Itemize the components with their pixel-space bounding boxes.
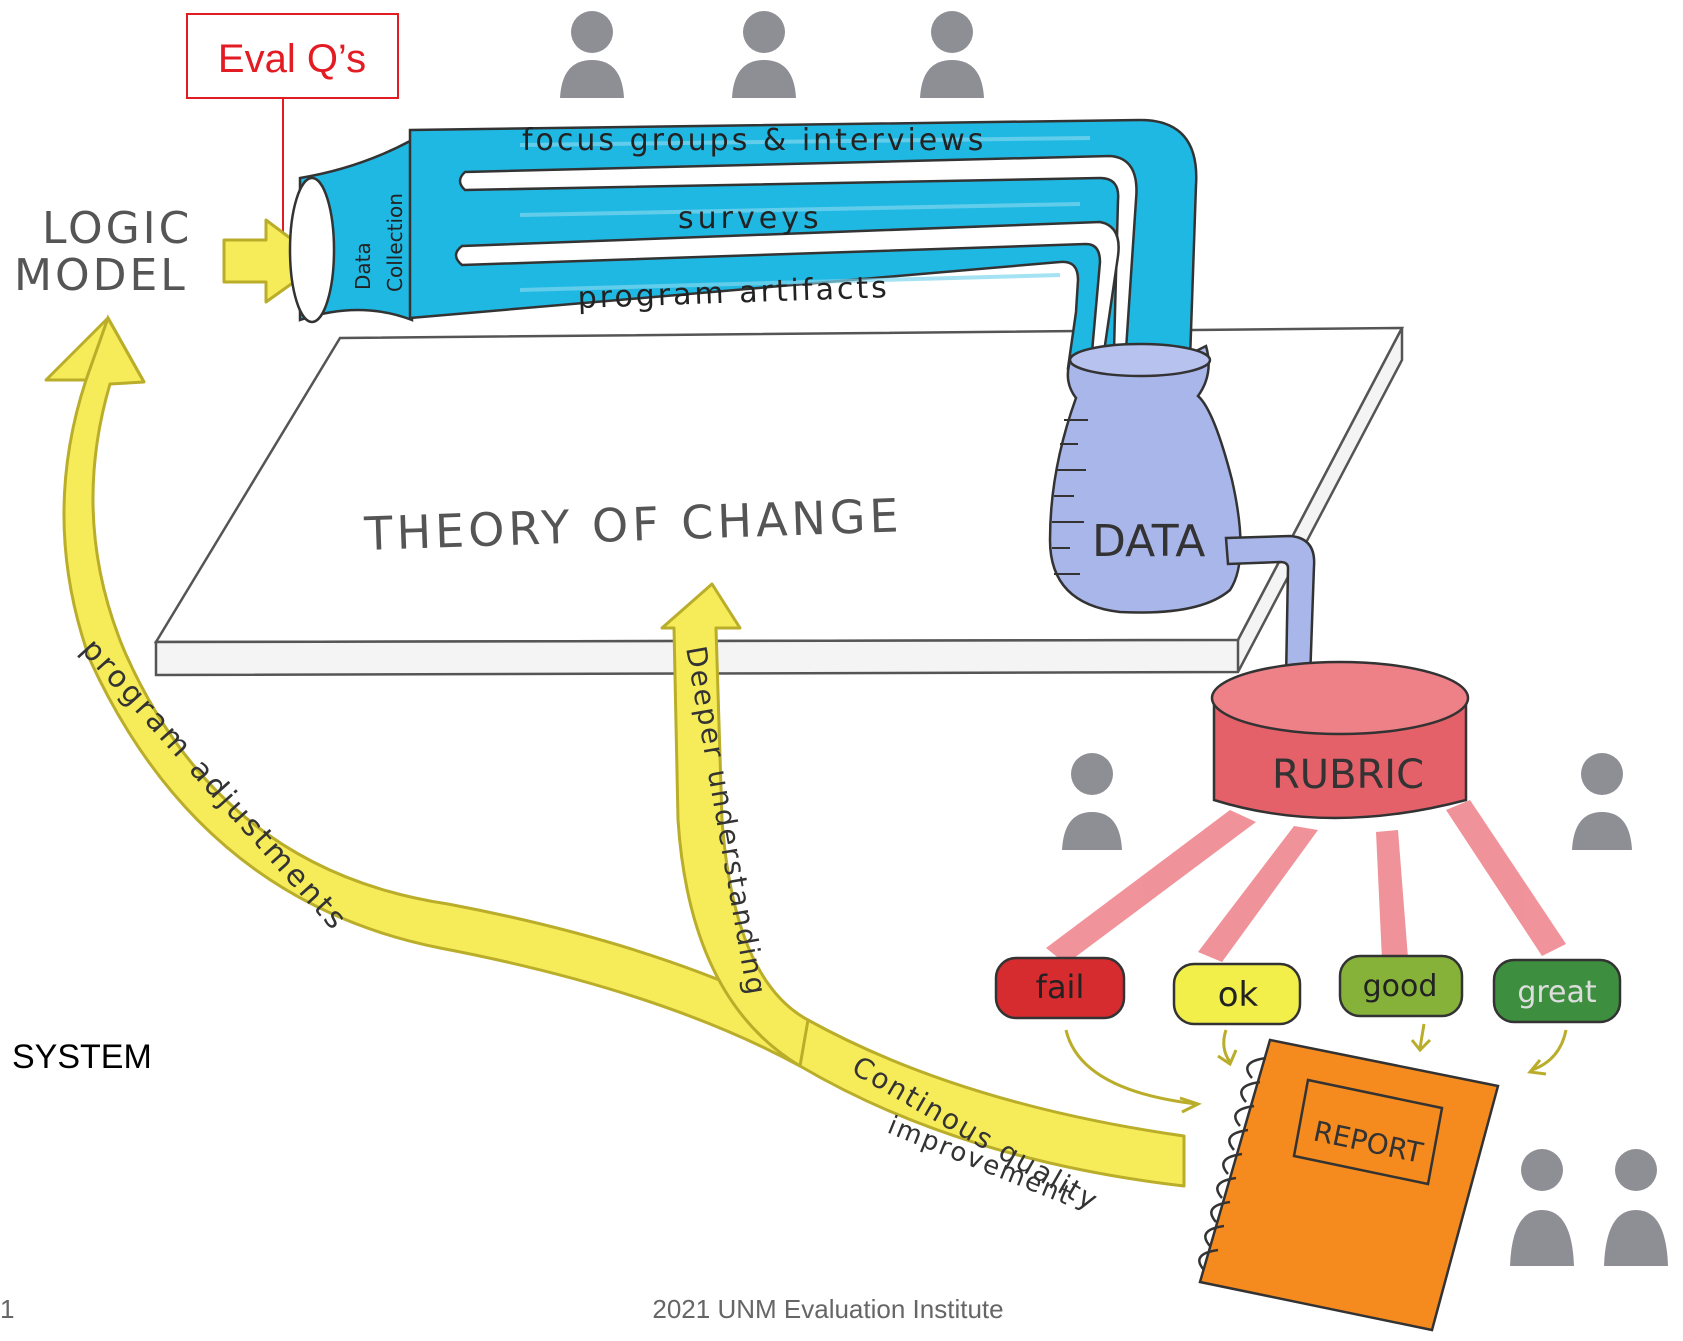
- rating-good: good: [1338, 954, 1464, 1018]
- person-icon: [560, 11, 624, 98]
- footer-text: 2021 UNM Evaluation Institute: [652, 1294, 1003, 1324]
- rating-great: great: [1492, 958, 1622, 1024]
- logic-model-line2: MODEL: [14, 250, 188, 301]
- pipe-entry-label-line2: Collection: [383, 193, 407, 292]
- eval-questions-label: Eval Q’s: [218, 37, 366, 81]
- program-adjustments-arrow: [44, 316, 1186, 1188]
- program-adjustments-label: program adjustments: [74, 632, 355, 938]
- rating-scale: fail ok good great: [994, 954, 1622, 1114]
- person-icon: [1062, 753, 1122, 850]
- stakeholders-top: [560, 11, 984, 98]
- rating-great-label: great: [1517, 975, 1597, 1010]
- branch-label-focus-groups: focus groups & interviews: [522, 123, 986, 158]
- rubric-label: RUBRIC: [1272, 752, 1424, 798]
- pipe-entry-label-line1: Data: [351, 242, 375, 290]
- data-beaker: DATA: [1048, 342, 1316, 682]
- eval-questions-callout: Eval Q’s: [186, 13, 399, 249]
- footer-page-number: 1: [0, 1294, 14, 1324]
- rating-fail: fail: [994, 956, 1126, 1020]
- rating-ok-label: ok: [1218, 975, 1259, 1015]
- branch-label-surveys: surveys: [678, 201, 823, 236]
- logic-model-block: LOGIC MODEL: [14, 203, 324, 304]
- data-collection-pipe: Data Collection focus groups & interview…: [288, 118, 1198, 370]
- person-icon: [1510, 1149, 1574, 1266]
- report-notebook: REPORT: [1198, 1038, 1500, 1332]
- spiral-binding-icon: [1198, 1056, 1267, 1271]
- person-icon: [732, 11, 796, 98]
- stakeholders-side: [1062, 753, 1668, 1266]
- logic-model-line1: LOGIC: [42, 203, 192, 254]
- rating-good-label: good: [1363, 969, 1438, 1004]
- person-icon: [920, 11, 984, 98]
- up-arrow-icon: [84, 314, 146, 383]
- rubric-pot: RUBRIC: [1046, 660, 1566, 964]
- deeper-understanding-arrow: [660, 582, 810, 1068]
- system-label: SYSTEM: [12, 1038, 152, 1076]
- person-icon: [1604, 1149, 1668, 1266]
- rating-fail-label: fail: [1036, 968, 1085, 1006]
- rating-ok: ok: [1172, 962, 1302, 1026]
- data-label: DATA: [1092, 516, 1205, 567]
- person-icon: [1572, 753, 1632, 850]
